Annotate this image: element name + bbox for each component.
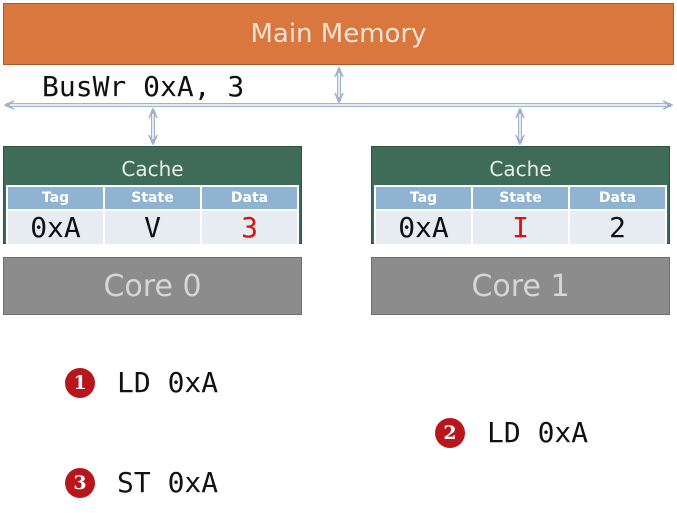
column-header-state: State bbox=[471, 185, 570, 211]
system-bus bbox=[0, 0, 677, 160]
main-memory-label: Main Memory bbox=[250, 19, 427, 49]
cache-line-row: 0xA I 2 bbox=[374, 209, 667, 246]
step-2: 2 LD 0xA bbox=[435, 416, 588, 449]
cache-title: Cache bbox=[121, 157, 184, 181]
core-label: Core 0 bbox=[103, 268, 202, 304]
step-instruction: LD 0xA bbox=[117, 366, 219, 399]
cache-table-header: Tag State Data bbox=[6, 185, 299, 211]
cache-tag-value: 0xA bbox=[374, 209, 473, 246]
column-header-tag: Tag bbox=[6, 185, 105, 211]
main-memory: Main Memory bbox=[3, 3, 674, 65]
cache-tag-value: 0xA bbox=[6, 209, 105, 246]
cache-table-header: Tag State Data bbox=[374, 185, 667, 211]
cache-table: Tag State Data 0xA V 3 bbox=[6, 185, 299, 246]
cache-table: Tag State Data 0xA I 2 bbox=[374, 185, 667, 246]
core-label: Core 1 bbox=[471, 268, 570, 304]
column-header-tag: Tag bbox=[374, 185, 473, 211]
step-3: 3 ST 0xA bbox=[65, 466, 218, 499]
step-number-badge: 1 bbox=[65, 367, 95, 398]
step-instruction: ST 0xA bbox=[117, 466, 219, 499]
cache-state-value: I bbox=[471, 209, 570, 246]
cache-core1: Cache Tag State Data 0xA I 2 bbox=[371, 146, 670, 246]
cache-core0: Cache Tag State Data 0xA V 3 bbox=[3, 146, 302, 246]
step-number-badge: 3 bbox=[65, 467, 95, 498]
column-header-state: State bbox=[103, 185, 202, 211]
step-instruction: LD 0xA bbox=[487, 416, 589, 449]
core-1: Core 1 bbox=[371, 257, 670, 315]
column-header-data: Data bbox=[200, 185, 299, 211]
cache-state-value: V bbox=[103, 209, 202, 246]
cache-line-row: 0xA V 3 bbox=[6, 209, 299, 246]
step-number-badge: 2 bbox=[435, 417, 465, 448]
cache-title: Cache bbox=[489, 157, 552, 181]
cache-data-value: 2 bbox=[568, 209, 667, 246]
core-0: Core 0 bbox=[3, 257, 302, 315]
step-1: 1 LD 0xA bbox=[65, 366, 218, 399]
cache-data-value: 3 bbox=[200, 209, 299, 246]
bus-transaction-label: BusWr 0xA, 3 bbox=[42, 70, 245, 103]
column-header-data: Data bbox=[568, 185, 667, 211]
